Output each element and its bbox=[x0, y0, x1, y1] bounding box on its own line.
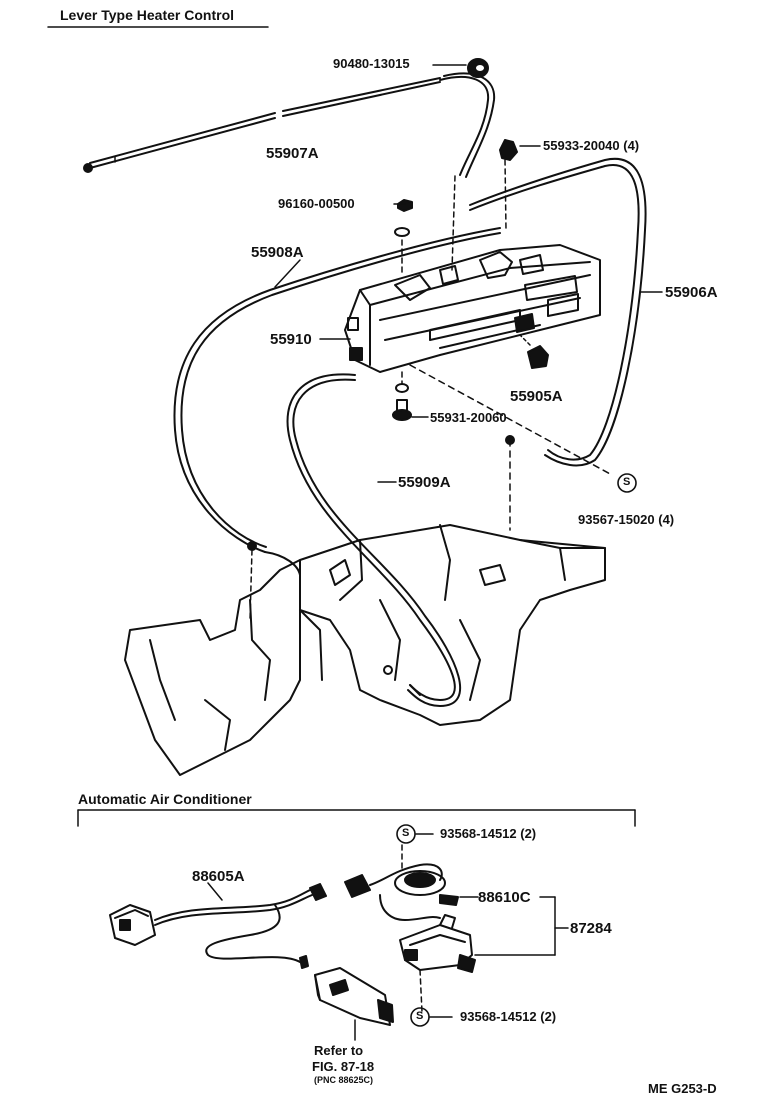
part-label-88605a: 88605A bbox=[192, 868, 245, 885]
part-label-88610c: 88610C bbox=[478, 889, 531, 906]
part-label-93568-14512-top: 93568-14512 (2) bbox=[440, 826, 537, 841]
sensor-88610c bbox=[344, 844, 479, 921]
part-label-93568-14512-bottom: 93568-14512 (2) bbox=[460, 1009, 557, 1024]
harness-88605a bbox=[109, 882, 327, 969]
s-symbol-1: S bbox=[623, 476, 631, 488]
part-label-55931-20060: 55931-20060 bbox=[430, 410, 507, 425]
s-symbol-2: S bbox=[402, 827, 410, 839]
bracket-87284 bbox=[399, 914, 476, 1013]
part-label-55907a: 55907A bbox=[266, 145, 319, 162]
heater-control-unit bbox=[344, 244, 601, 373]
heater-unit-body bbox=[124, 524, 606, 776]
part-label-96160-00500: 96160-00500 bbox=[278, 196, 355, 211]
s-symbol-3: S bbox=[416, 1010, 424, 1022]
rod-55907a bbox=[83, 77, 441, 173]
section-title-lever-heater: Lever Type Heater Control bbox=[60, 7, 235, 23]
part-label-93567-15020: 93567-15020 (4) bbox=[578, 512, 675, 527]
part-label-55909a: 55909A bbox=[398, 474, 451, 491]
part-label-87284: 87284 bbox=[570, 920, 612, 937]
section-title-auto-ac: Automatic Air Conditioner bbox=[78, 791, 252, 807]
part-label-55905a: 55905A bbox=[510, 388, 563, 405]
reference-line-2: FIG. 87-18 bbox=[312, 1059, 375, 1074]
part-label-55910: 55910 bbox=[270, 331, 312, 348]
part-label-55906a: 55906A bbox=[665, 284, 718, 301]
connector-88625c bbox=[314, 967, 394, 1041]
part-label-55933-20040: 55933-20040 (4) bbox=[543, 138, 640, 153]
part-label-90480-13015: 90480-13015 bbox=[333, 56, 410, 71]
diagram-code: ME G253-D bbox=[648, 1081, 717, 1096]
reference-line-1: Refer to bbox=[314, 1043, 364, 1058]
part-label-55908a: 55908A bbox=[251, 244, 304, 261]
reference-line-3: (PNC 88625C) bbox=[314, 1075, 374, 1085]
